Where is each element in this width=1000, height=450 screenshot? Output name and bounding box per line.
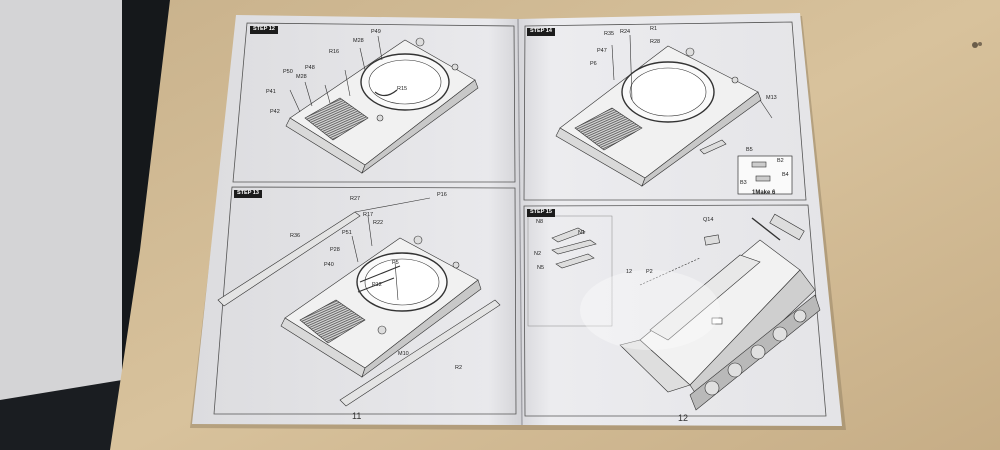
part-label: M28 (353, 38, 364, 44)
part-label: R2 (455, 365, 463, 371)
part-label: R28 (650, 39, 661, 45)
step12-hull-drawing (285, 35, 479, 174)
part-label: R15 (397, 86, 408, 92)
part-label: N1 (578, 230, 586, 236)
part-label: R35 (604, 31, 615, 37)
part-label: P40 (324, 262, 334, 268)
right-page-number: 12 (678, 413, 689, 423)
part-label: M28 (296, 74, 307, 80)
part-label: N5 (537, 265, 545, 271)
part-label: B5 (746, 147, 753, 153)
part-label: M10 (398, 351, 409, 357)
part-label: 12 (626, 269, 633, 275)
part-label: R27 (350, 196, 361, 202)
part-label: R24 (620, 29, 631, 35)
step13-hull-drawing (217, 197, 501, 407)
part-label: R1 (650, 26, 658, 32)
make-six-note: 1Make 6 (752, 190, 776, 196)
step15-header: STEP 15 (527, 209, 555, 217)
part-label: B2 (777, 158, 784, 164)
part-label: N2 (534, 251, 542, 257)
left-page-number: 11 (352, 411, 362, 421)
step13-header: STEP 13 (234, 190, 262, 198)
part-label: P12 (372, 282, 382, 288)
part-label: N8 (536, 219, 544, 225)
part-label: B4 (782, 172, 789, 178)
part-label: P48 (305, 65, 315, 71)
part-label: P16 (437, 192, 447, 198)
part-label: P41 (266, 89, 276, 95)
part-label: P6 (590, 61, 597, 67)
part-label: P42 (270, 109, 280, 115)
part-label: P5 (392, 260, 399, 266)
monitor-screen (0, 0, 122, 440)
part-label: R36 (290, 233, 301, 239)
step15-vehicle-drawing (527, 213, 821, 411)
part-label: R17 (363, 212, 374, 218)
part-label: B3 (740, 180, 747, 186)
step14-hull-drawing (555, 34, 793, 195)
step12-header: STEP 12 (250, 26, 278, 34)
part-label: R16 (329, 49, 340, 55)
part-label: P28 (330, 247, 340, 253)
part-label: P50 (283, 69, 293, 75)
part-label: P47 (597, 48, 607, 54)
part-label: P49 (371, 29, 381, 35)
part-label: P2 (646, 269, 653, 275)
part-label: Q14 (703, 217, 714, 223)
part-label: M13 (766, 95, 777, 101)
part-label: R22 (373, 220, 384, 226)
part-label: P51 (342, 230, 352, 236)
step14-header: STEP 14 (527, 28, 555, 36)
left-page (192, 15, 522, 425)
